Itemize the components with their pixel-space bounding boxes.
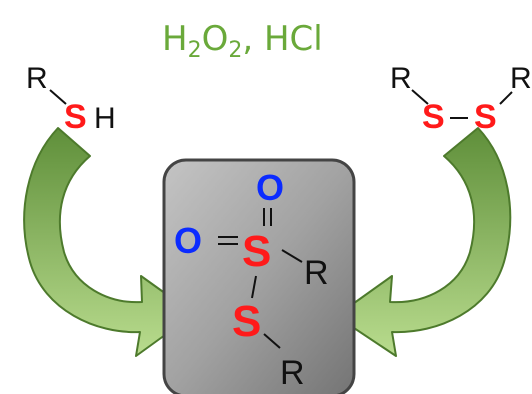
left-curved-arrow [23, 127, 195, 357]
disulfide-bond-right [499, 91, 513, 105]
disulfide-molecule: R S S R [390, 62, 532, 136]
thiol-bond [49, 89, 67, 105]
ss-bond [251, 275, 257, 299]
right-curved-arrow [335, 127, 512, 357]
oxygen-top: O [256, 167, 284, 208]
oxygen-left: O [174, 220, 202, 261]
disulfide-s-left: S [422, 98, 445, 136]
thiol-s: S [64, 98, 87, 136]
thiol-r: R [26, 62, 48, 95]
disulfide-s-right: S [474, 98, 497, 136]
disulfide-r-left: R [390, 62, 412, 95]
r-right: R [304, 254, 329, 292]
disulfide-bond-left [411, 89, 429, 105]
thiol-h: H [94, 102, 116, 135]
sc-bond-right [281, 249, 303, 263]
reagent-label: H2O2, HCl [162, 19, 323, 63]
thiol-molecule: R S H [26, 62, 116, 136]
disulfide-r-right: R [510, 62, 532, 95]
product-box [162, 158, 356, 394]
r-lower: R [280, 354, 305, 392]
thiosulfonate-molecule: O O S R S R [174, 167, 329, 392]
sulfur-center: S [242, 227, 271, 276]
sc-bond-lower [263, 333, 281, 349]
sulfur-lower: S [232, 297, 261, 346]
